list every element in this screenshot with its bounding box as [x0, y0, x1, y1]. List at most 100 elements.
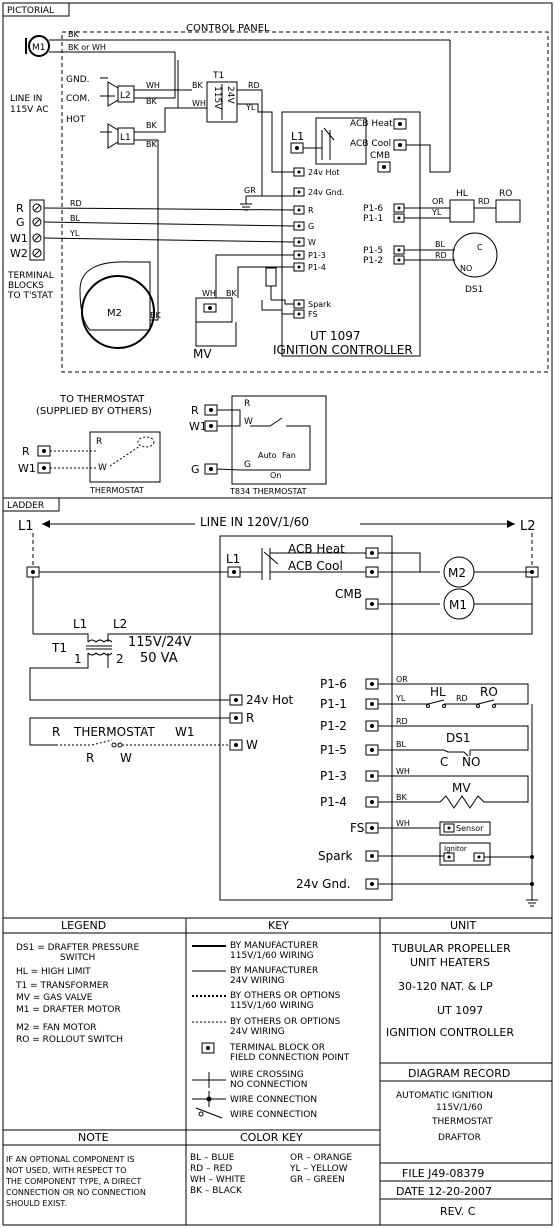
- svg-text:W: W: [120, 751, 132, 765]
- svg-text:115V/1/60 WIRING: 115V/1/60 WIRING: [230, 951, 314, 961]
- ladder-gas-valve: MV: [439, 781, 490, 809]
- svg-text:R: R: [22, 445, 30, 458]
- svg-text:115V AC: 115V AC: [10, 105, 48, 115]
- svg-text:CONNECTION OR NO CONNECTION: CONNECTION OR NO CONNECTION: [6, 1188, 146, 1197]
- svg-text:HL: HL: [430, 685, 446, 699]
- rollout-switch: RO: [495, 189, 521, 223]
- svg-text:DS1 = DRAFTER PRESSURE: DS1 = DRAFTER PRESSURE: [16, 943, 140, 953]
- svg-text:W1: W1: [189, 420, 207, 433]
- control-panel-label: CONTROL PANEL: [186, 23, 270, 34]
- svg-text:24V WIRING: 24V WIRING: [230, 976, 285, 986]
- ladder-ds1: DS1 C NO: [440, 731, 480, 769]
- svg-text:TO T'STAT: TO T'STAT: [7, 291, 53, 301]
- svg-text:W2: W2: [10, 247, 28, 260]
- svg-text:ACB Cool: ACB Cool: [288, 559, 343, 573]
- svg-text:T834 THERMOSTAT: T834 THERMOSTAT: [229, 487, 307, 496]
- unit-title: UNIT: [450, 919, 477, 932]
- svg-text:WIRE CONNECTION: WIRE CONNECTION: [230, 1110, 317, 1120]
- wire-nut-l1: L1: [107, 123, 135, 149]
- ladder-ignitor: Ignitor: [439, 842, 491, 866]
- svg-text:T1: T1: [51, 641, 67, 655]
- svg-text:C: C: [440, 755, 448, 769]
- svg-text:BK: BK: [146, 140, 157, 149]
- svg-text:L1: L1: [120, 133, 131, 143]
- fan-motor-m2: M2: [79, 261, 155, 349]
- svg-text:R: R: [52, 725, 60, 739]
- svg-text:BK: BK: [396, 793, 407, 802]
- svg-text:On: On: [270, 471, 281, 480]
- svg-text:L1: L1: [291, 130, 304, 143]
- ladder-p1-terminals: P1-6 P1-1 P1-2 P1-5 P1-3 P1-4 FS Spark 2…: [296, 677, 379, 891]
- svg-text:P1-2: P1-2: [320, 719, 347, 733]
- svg-text:RO: RO: [499, 189, 512, 199]
- svg-text:BL: BL: [435, 240, 445, 249]
- svg-text:CMB: CMB: [370, 151, 390, 161]
- svg-text:SHOULD EXIST.: SHOULD EXIST.: [6, 1199, 67, 1208]
- note-text: IF AN OPTIONAL COMPONENT IS NOT USED, WI…: [5, 1155, 146, 1208]
- svg-text:BK: BK: [226, 289, 237, 298]
- svg-text:P1-1: P1-1: [320, 697, 347, 711]
- pressure-switch-ds1: C NO DS1: [452, 232, 498, 295]
- svg-text:R: R: [308, 206, 314, 215]
- file-number: FILE J49-08379: [402, 1167, 484, 1180]
- svg-text:W1: W1: [10, 232, 28, 245]
- svg-text:THERMOSTAT: THERMOSTAT: [431, 1117, 493, 1127]
- svg-text:M1 = DRAFTER MOTOR: M1 = DRAFTER MOTOR: [16, 1005, 121, 1015]
- svg-text:NO: NO: [460, 264, 472, 273]
- svg-text:M1: M1: [449, 598, 467, 612]
- svg-text:R: R: [191, 404, 199, 417]
- svg-text:M2 = FAN MOTOR: M2 = FAN MOTOR: [16, 1023, 97, 1033]
- svg-text:30-120 NAT. & LP: 30-120 NAT. & LP: [398, 980, 493, 993]
- svg-text:W: W: [308, 238, 316, 247]
- svg-text:W: W: [244, 417, 253, 427]
- svg-text:BK: BK: [146, 97, 157, 106]
- svg-text:OR: OR: [396, 675, 408, 684]
- unit-description: TUBULAR PROPELLER UNIT HEATERS 30-120 NA…: [386, 942, 514, 1039]
- svg-text:TO THERMOSTAT: TO THERMOSTAT: [59, 394, 145, 405]
- svg-text:BK – BLACK: BK – BLACK: [190, 1186, 243, 1196]
- svg-text:M2: M2: [448, 566, 466, 580]
- ladder-rollout-switch: RO: [474, 685, 500, 708]
- svg-text:RD: RD: [456, 694, 468, 703]
- svg-text:YL: YL: [69, 229, 80, 238]
- color-key-title: COLOR KEY: [240, 1131, 303, 1144]
- svg-text:LINE IN 120V/1/60: LINE IN 120V/1/60: [200, 515, 309, 529]
- svg-text:C: C: [477, 243, 483, 252]
- wire-nut-l2: L2: [107, 81, 135, 107]
- controller-terminals: 24v Hot 24v Gnd. R G W P1-3 P1-4 Spark F…: [293, 167, 344, 319]
- svg-text:P1-4: P1-4: [320, 795, 347, 809]
- svg-text:L2: L2: [113, 617, 127, 631]
- svg-text:HOT: HOT: [66, 115, 86, 125]
- svg-text:G: G: [244, 460, 251, 470]
- svg-text:RD – RED: RD – RED: [190, 1164, 232, 1174]
- svg-text:P1-1: P1-1: [363, 214, 383, 224]
- svg-text:115V/24V: 115V/24V: [128, 635, 192, 650]
- svg-text:115V/1/60 WIRING: 115V/1/60 WIRING: [230, 1001, 314, 1011]
- svg-text:W1: W1: [18, 462, 36, 475]
- svg-text:YL: YL: [431, 208, 442, 217]
- svg-text:LINE IN: LINE IN: [10, 94, 42, 104]
- svg-text:2: 2: [116, 652, 124, 666]
- diagram-record: AUTOMATIC IGNITION 115V/1/60 THERMOSTAT …: [396, 1091, 493, 1143]
- svg-text:CMB: CMB: [335, 587, 362, 601]
- key-list: BY MANUFACTURER 115V/1/60 WIRING BY MANU…: [192, 941, 350, 1120]
- svg-text:COM.: COM.: [66, 94, 90, 104]
- svg-text:THERMOSTAT: THERMOSTAT: [89, 486, 144, 495]
- legend-list: DS1 = DRAFTER PRESSURE SWITCH HL = HIGH …: [15, 943, 140, 1045]
- color-key: BL – BLUE RD – RED WH – WHITE BK – BLACK…: [190, 1153, 352, 1196]
- svg-text:G: G: [191, 463, 200, 476]
- svg-text:P1-3: P1-3: [320, 769, 347, 783]
- terminal-blocks-tstat: R G W1 W2 TERMINAL BLOCKS TO T'STAT: [7, 199, 54, 301]
- svg-text:YL: YL: [395, 694, 406, 703]
- svg-text:YL – YELLOW: YL – YELLOW: [289, 1164, 348, 1174]
- svg-text:ACB Cool: ACB Cool: [350, 139, 391, 149]
- svg-text:BL: BL: [70, 214, 80, 223]
- svg-text:GND.: GND.: [66, 75, 90, 85]
- svg-text:W1: W1: [175, 725, 195, 739]
- svg-text:P1-6: P1-6: [320, 677, 347, 691]
- svg-text:115V: 115V: [212, 86, 222, 110]
- svg-text:115V/1/60: 115V/1/60: [436, 1103, 483, 1113]
- svg-text:FS: FS: [350, 821, 364, 835]
- svg-text:24V WIRING: 24V WIRING: [230, 1027, 285, 1037]
